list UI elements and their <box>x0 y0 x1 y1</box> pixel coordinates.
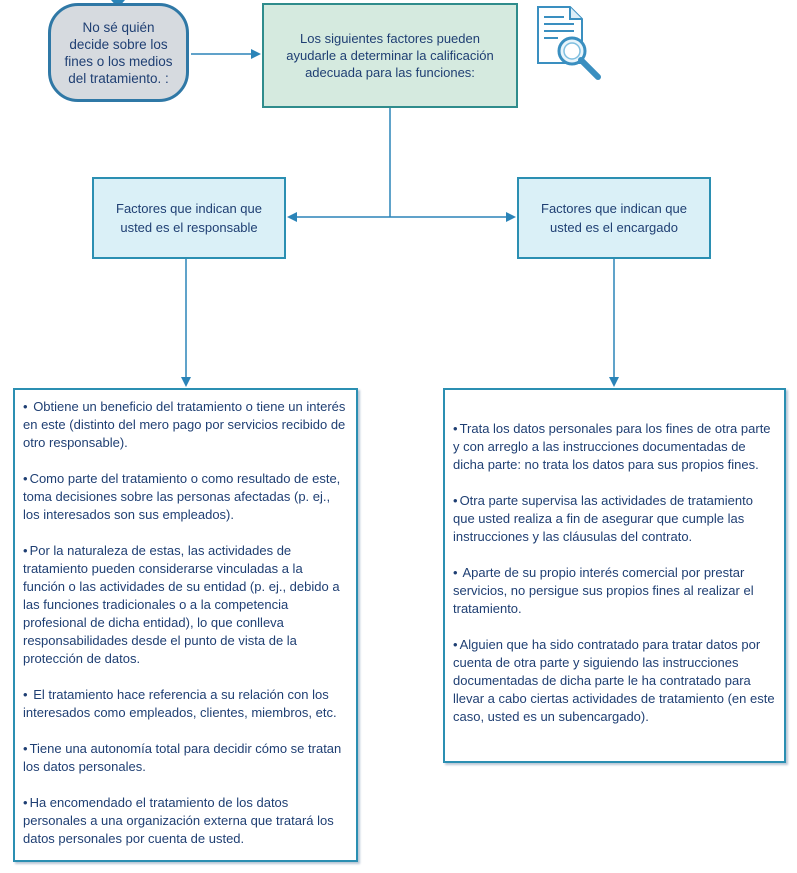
factor-box-responsible: Factores que indican que usted es el res… <box>92 177 286 259</box>
bullet-icon: • <box>23 399 28 414</box>
list-item: •Trata los datos personales para los fin… <box>453 421 771 472</box>
document-search-icon <box>537 6 601 80</box>
start-node: No sé quién decide sobre los fines o los… <box>48 3 189 102</box>
responsible-factors-list: • Obtiene un beneficio del tratamiento o… <box>13 388 358 862</box>
bullet-icon: • <box>23 795 28 810</box>
bullet-icon: • <box>453 637 458 652</box>
list-item: • Aparte de su propio interés comercial … <box>453 565 754 616</box>
factor-processor-title: Factores que indican que usted es el enc… <box>541 201 687 235</box>
list-item: •Otra parte supervisa las actividades de… <box>453 493 753 544</box>
bullet-icon: • <box>23 741 28 756</box>
intro-box: Los siguientes factores pueden ayudarle … <box>262 3 518 108</box>
bullet-icon: • <box>23 543 28 558</box>
list-item: • Obtiene un beneficio del tratamiento o… <box>23 399 346 450</box>
bullet-icon: • <box>453 565 458 580</box>
factor-responsible-title: Factores que indican que usted es el res… <box>116 201 262 235</box>
list-item: •Tiene una autonomía total para decidir … <box>23 741 342 774</box>
list-item: • El tratamiento hace referencia a su re… <box>23 687 337 720</box>
list-item: •Como parte del tratamiento o como resul… <box>23 471 341 522</box>
list-item: •Alguien que ha sido contratado para tra… <box>453 637 775 724</box>
factor-box-processor: Factores que indican que usted es el enc… <box>517 177 711 259</box>
bullet-icon: • <box>23 471 28 486</box>
list-item: •Por la naturaleza de estas, las activid… <box>23 543 340 666</box>
intro-box-text: Los siguientes factores pueden ayudarle … <box>286 31 494 80</box>
processor-factors-list: •Trata los datos personales para los fin… <box>443 388 786 763</box>
bullet-icon: • <box>453 493 458 508</box>
start-node-text: No sé quién decide sobre los fines o los… <box>64 19 173 86</box>
bullet-icon: • <box>453 421 458 436</box>
list-item: •Ha encomendado el tratamiento de los da… <box>23 795 334 846</box>
bullet-icon: • <box>23 687 28 702</box>
